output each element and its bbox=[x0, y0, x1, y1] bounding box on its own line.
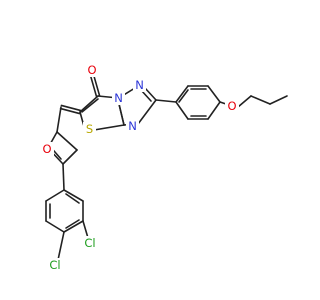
bond-18 bbox=[45, 189, 65, 202]
bond-15 bbox=[62, 149, 78, 165]
atom-N2-mask bbox=[133, 78, 146, 92]
double-bond-a-0 bbox=[92, 73, 101, 97]
atom-O1-mask bbox=[85, 63, 99, 77]
bond-27 bbox=[175, 85, 189, 103]
atom-N2-group: N bbox=[133, 78, 146, 92]
atom-O1-label: O bbox=[87, 63, 96, 77]
atom-Cl2-mask bbox=[45, 258, 65, 272]
bond-5 bbox=[79, 95, 99, 113]
atom-N3-label: N bbox=[128, 119, 137, 133]
atom-Cl2-label: Cl bbox=[49, 258, 60, 272]
atom-Cl2-group: Cl bbox=[45, 258, 65, 272]
atom-O2-group: O bbox=[40, 142, 54, 156]
bond-8 bbox=[137, 99, 157, 125]
structure-canvas: O N N N S O bbox=[40, 63, 288, 272]
atom-N1-group: N bbox=[112, 91, 125, 105]
bond-7 bbox=[144, 87, 157, 101]
bond-25 bbox=[57, 231, 65, 261]
bond-16 bbox=[56, 131, 78, 151]
double-bond-a-11 bbox=[60, 104, 82, 112]
bond-17 bbox=[62, 163, 65, 191]
inner-double-line-4 bbox=[65, 219, 80, 229]
atom-O3-group: O bbox=[225, 99, 239, 113]
double-bond-b-0 bbox=[89, 74, 98, 98]
atom-label-layer: O N N N S O bbox=[40, 63, 239, 272]
atom-O3-label: O bbox=[227, 99, 236, 113]
atom-O3-mask bbox=[225, 99, 239, 113]
atom-N1-mask bbox=[112, 91, 125, 105]
bond-20 bbox=[45, 220, 65, 233]
atom-Cl1-group: Cl bbox=[80, 236, 100, 250]
molecule-drawing: O N N N S O bbox=[40, 63, 288, 272]
atom-O1-group: O bbox=[85, 63, 99, 77]
atom-N3-mask bbox=[126, 119, 139, 133]
bond-23 bbox=[63, 189, 84, 202]
inner-double-line-5 bbox=[65, 193, 80, 204]
inner-double-line-8 bbox=[178, 89, 189, 103]
bond-26 bbox=[155, 99, 177, 103]
atom-N2-label: N bbox=[135, 78, 144, 92]
bond-30 bbox=[207, 101, 221, 120]
atom-N3-group: N bbox=[126, 119, 139, 133]
atom-S1-label: S bbox=[86, 122, 93, 136]
bond-32 bbox=[175, 101, 189, 120]
atom-Cl1-label: Cl bbox=[84, 236, 95, 250]
atom-Cl1-mask bbox=[80, 236, 100, 250]
atom-S1-mask bbox=[83, 122, 96, 136]
bond-10 bbox=[118, 103, 125, 126]
atom-O2-mask bbox=[40, 142, 54, 156]
inner-double-line-0 bbox=[81, 98, 99, 113]
bond-34 bbox=[237, 95, 252, 108]
bond-3 bbox=[93, 124, 125, 131]
bond-21 bbox=[63, 220, 84, 233]
atom-O2-label: O bbox=[42, 142, 51, 156]
bond-12 bbox=[56, 106, 62, 133]
bond-29 bbox=[207, 85, 221, 103]
atom-S1-group: S bbox=[83, 122, 96, 136]
double-bond-b-11 bbox=[59, 107, 81, 115]
bond-35 bbox=[250, 95, 271, 105]
bond-36 bbox=[269, 95, 288, 105]
atom-N1-label: N bbox=[114, 91, 123, 105]
bond-layer bbox=[45, 73, 288, 261]
bond-24 bbox=[82, 220, 89, 239]
